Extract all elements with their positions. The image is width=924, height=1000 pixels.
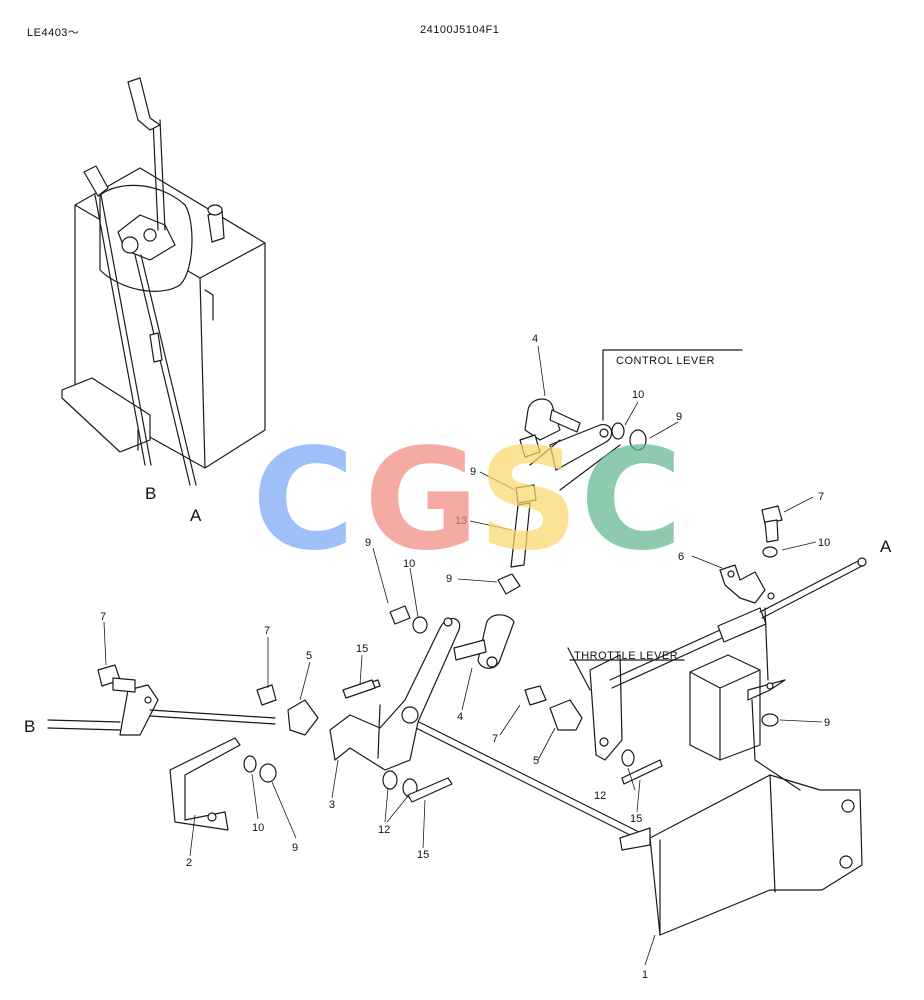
- part-label-10-right: 10: [818, 537, 830, 549]
- part-label-5-center: 5: [533, 755, 539, 767]
- part-label-9-left: 9: [292, 842, 298, 854]
- throttle-lever-leader: [567, 647, 591, 691]
- part-label-7-left: 7: [264, 625, 270, 637]
- watermark-letter-g: G: [364, 419, 479, 582]
- part-label-2: 2: [186, 857, 192, 869]
- part-label-10-center: 10: [403, 558, 415, 570]
- part-label-9-center: 9: [365, 537, 371, 549]
- part-label-7-right: 7: [818, 491, 824, 503]
- watermark-logo: C G S C: [252, 419, 683, 582]
- part-label-5-left: 5: [306, 650, 312, 662]
- part-label-9-upper: 9: [676, 411, 682, 423]
- part-label-9-right: 9: [824, 717, 830, 729]
- part-label-12-right: 12: [594, 790, 606, 802]
- drawing-number: 24100J5104F1: [420, 24, 500, 36]
- part-label-9-lower-nut: 9: [446, 573, 452, 585]
- part-label-15-right: 15: [630, 813, 642, 825]
- cable-b-label-left: B: [24, 717, 35, 736]
- cable-a-label-right: A: [880, 537, 892, 556]
- cable-b-label-top: B: [145, 484, 156, 503]
- part-label-4-upper: 4: [532, 333, 538, 345]
- fuel-tank-assembly: [61, 77, 266, 486]
- model-range-label: LE4403～: [27, 27, 80, 39]
- part-label-1: 1: [642, 969, 648, 981]
- watermark-letter-s: S: [478, 419, 579, 582]
- control-lever-group: [497, 349, 743, 595]
- part-label-13: 13: [455, 515, 467, 527]
- watermark-letter-c1: C: [252, 419, 355, 582]
- part-label-10-left: 10: [252, 822, 264, 834]
- center-lever-group: [329, 605, 663, 803]
- part-label-10-upper: 10: [632, 389, 644, 401]
- leader-lines: [103, 345, 823, 966]
- part-label-15-upper: 15: [356, 643, 368, 655]
- part-label-7-center: 7: [492, 733, 498, 745]
- part-label-15-lower: 15: [417, 849, 429, 861]
- part-label-12-center: 12: [378, 824, 390, 836]
- part-label-9-nut: 9: [470, 466, 476, 478]
- part-label-6: 6: [678, 551, 684, 563]
- left-bracket-group: [47, 664, 376, 831]
- part-number-labels: 4 10 9 9 13 9 9 10 15 7 5 7 4 7 5 6 7 10…: [100, 333, 830, 981]
- part-label-4-lower: 4: [457, 711, 463, 723]
- throttle-lever-callout: THROTTLE LEVER: [574, 650, 678, 662]
- control-lever-callout: CONTROL LEVER: [616, 355, 715, 367]
- main-bracket-group: [399, 505, 867, 936]
- watermark-letter-c2: C: [580, 419, 683, 582]
- part-label-7-far-left: 7: [100, 611, 106, 623]
- cable-a-label-top: A: [190, 506, 202, 525]
- part-label-3: 3: [329, 799, 335, 811]
